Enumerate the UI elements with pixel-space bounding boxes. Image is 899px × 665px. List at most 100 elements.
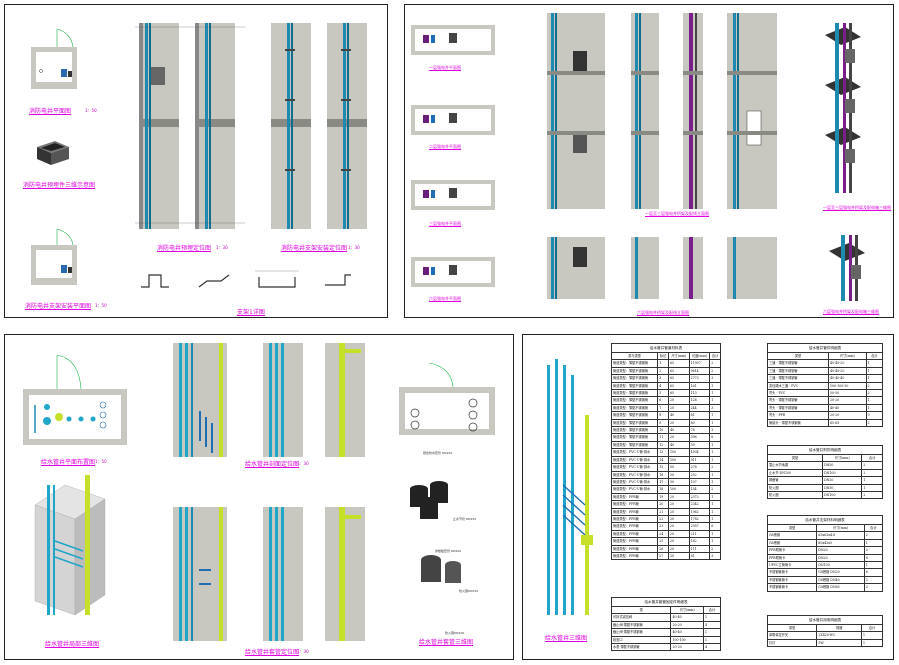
table-cell: DN20 (816, 546, 865, 555)
table-cell: 2 (863, 575, 884, 585)
table-cell: 4 (657, 381, 669, 391)
table-cell: 6 (863, 568, 884, 577)
table-cell: 100-100 (670, 635, 704, 645)
table-cell: 20 (668, 492, 690, 502)
scale-water-plan: 1：50 (95, 459, 107, 464)
water-sleeve-elev (173, 507, 365, 641)
table-cell: 管道类型：PPR管 (610, 544, 659, 553)
table-cell: 2 (709, 544, 721, 553)
power-elevations-6 (547, 237, 777, 299)
table-cell: G8槽钢 (766, 531, 818, 540)
caption-fire-elev: 消防电井预埋定位图 (157, 245, 212, 252)
table-cell: DN100 (822, 491, 863, 500)
table-cell: 252 (688, 470, 711, 479)
table-cell: 管道类型：PPR管 (610, 514, 659, 524)
table-cell: 1 (709, 492, 721, 502)
table-cell: 9614 (688, 366, 711, 376)
table-cell: 9 (657, 418, 669, 428)
table-cell: DN100 (822, 468, 863, 478)
table-cell: 管道类型：PPR管 (610, 529, 659, 539)
table-cell: 100 (668, 455, 690, 465)
table-cell: 40-40-40 (828, 374, 867, 383)
table-cell: 1 (865, 366, 884, 376)
table-el-header: 类型规格合计 (766, 623, 883, 633)
table-cell: 2372 (688, 492, 711, 502)
table-cell: 1 (865, 374, 884, 383)
table-el-col-1: 规格 (816, 623, 863, 633)
table-cell: 50-50 (828, 389, 867, 398)
table-cell: 管道类型：薄壁不锈钢管 (610, 403, 659, 413)
scale-fire-plan: 1：50 (85, 108, 97, 113)
table-cell: 20 (668, 418, 690, 428)
table-cell: 管接头 - 薄壁不锈钢管 (766, 418, 830, 428)
table-pipe-title: 给水管井管道材料表 (611, 343, 721, 352)
table-cell: 水表-薄壁不锈钢管 (610, 643, 672, 652)
table-cell: 2 (709, 485, 721, 494)
table-cell: 变径顺水三通 - PVC (766, 381, 830, 391)
table-cell: 911 (688, 455, 711, 465)
table-cell: 244 (688, 403, 711, 413)
table-acc-col-0: 类型 (766, 453, 824, 463)
table-cell: 10 (657, 426, 669, 435)
table-acc-title: 给水管井附件明细表 (767, 445, 883, 454)
table-cell: 13 (657, 448, 669, 457)
table-cell: 18 (657, 485, 669, 494)
table-pipe-col-1: 标记 (657, 351, 669, 361)
table-cell: 防火圈 (766, 483, 824, 493)
table-cell: 三通 - 薄壁不锈钢管 (766, 374, 830, 383)
table-cell: 63x63x4.8 (816, 531, 865, 540)
table-cell: 14 (657, 455, 669, 465)
table-cell: 2 (863, 531, 884, 540)
table-cell: 17 (657, 477, 669, 487)
table-fit-col-0: 类型 (766, 351, 830, 361)
table-cell: 100-100-50 (828, 381, 867, 391)
table-acc-col-2: 合计 (861, 453, 883, 463)
sleeve-label-3: 穿楼板套管 DN100 (435, 549, 462, 553)
table-cell: 弯头 - PPR (766, 411, 830, 420)
table-sup-title: 给水管井支架材料明细表 (767, 515, 883, 524)
table-pipe-col-3: 长度(mm) (688, 351, 711, 361)
table-cell: 管道类型：PPR管 (610, 507, 659, 516)
table-cell: 3 (709, 374, 721, 383)
table-cell: 1962 (688, 507, 711, 516)
table-pipe-col-0: 类与类型 (610, 351, 659, 361)
table-cell: 20-20 (670, 620, 704, 630)
table-cell: 111 (688, 544, 711, 553)
table-cell: 1 (709, 448, 721, 457)
table-cell: 不锈钢管管卡 (766, 575, 818, 585)
table-cell: 65-65 (828, 418, 867, 428)
caption-water-def: 给水管井套管定位图 (245, 649, 300, 656)
table-cell: DN20 (816, 553, 865, 563)
table-cell: 管道类型：薄壁不锈钢管 (610, 359, 659, 368)
table-cell: DN100 (816, 561, 865, 570)
table-cell: 1 (709, 455, 721, 465)
table-cell: 管道类型：PVC-U管-排水 (610, 470, 659, 479)
table-sleeve-col-0: 类 (610, 605, 672, 615)
table-cell: 管道类型：PVC-U管-排水 (610, 485, 659, 494)
table-cell: 20-20 (828, 396, 867, 405)
table-cell: 管道类型：PVC-U管-排水 (610, 455, 659, 465)
water-sleeve-3d (410, 481, 461, 583)
sleeve-label-5: 防火圈DN100 (445, 631, 465, 635)
table-cell: 8 (863, 553, 884, 563)
table-cell: 3 (709, 551, 721, 561)
table-cell: 管道类型：PVC-U管-排水 (610, 448, 659, 457)
panel-water-tables: 给水管井三维图 给水管井管道材料表 类与类型标记尺寸(mm)长度(mm)合计 管… (522, 334, 894, 660)
